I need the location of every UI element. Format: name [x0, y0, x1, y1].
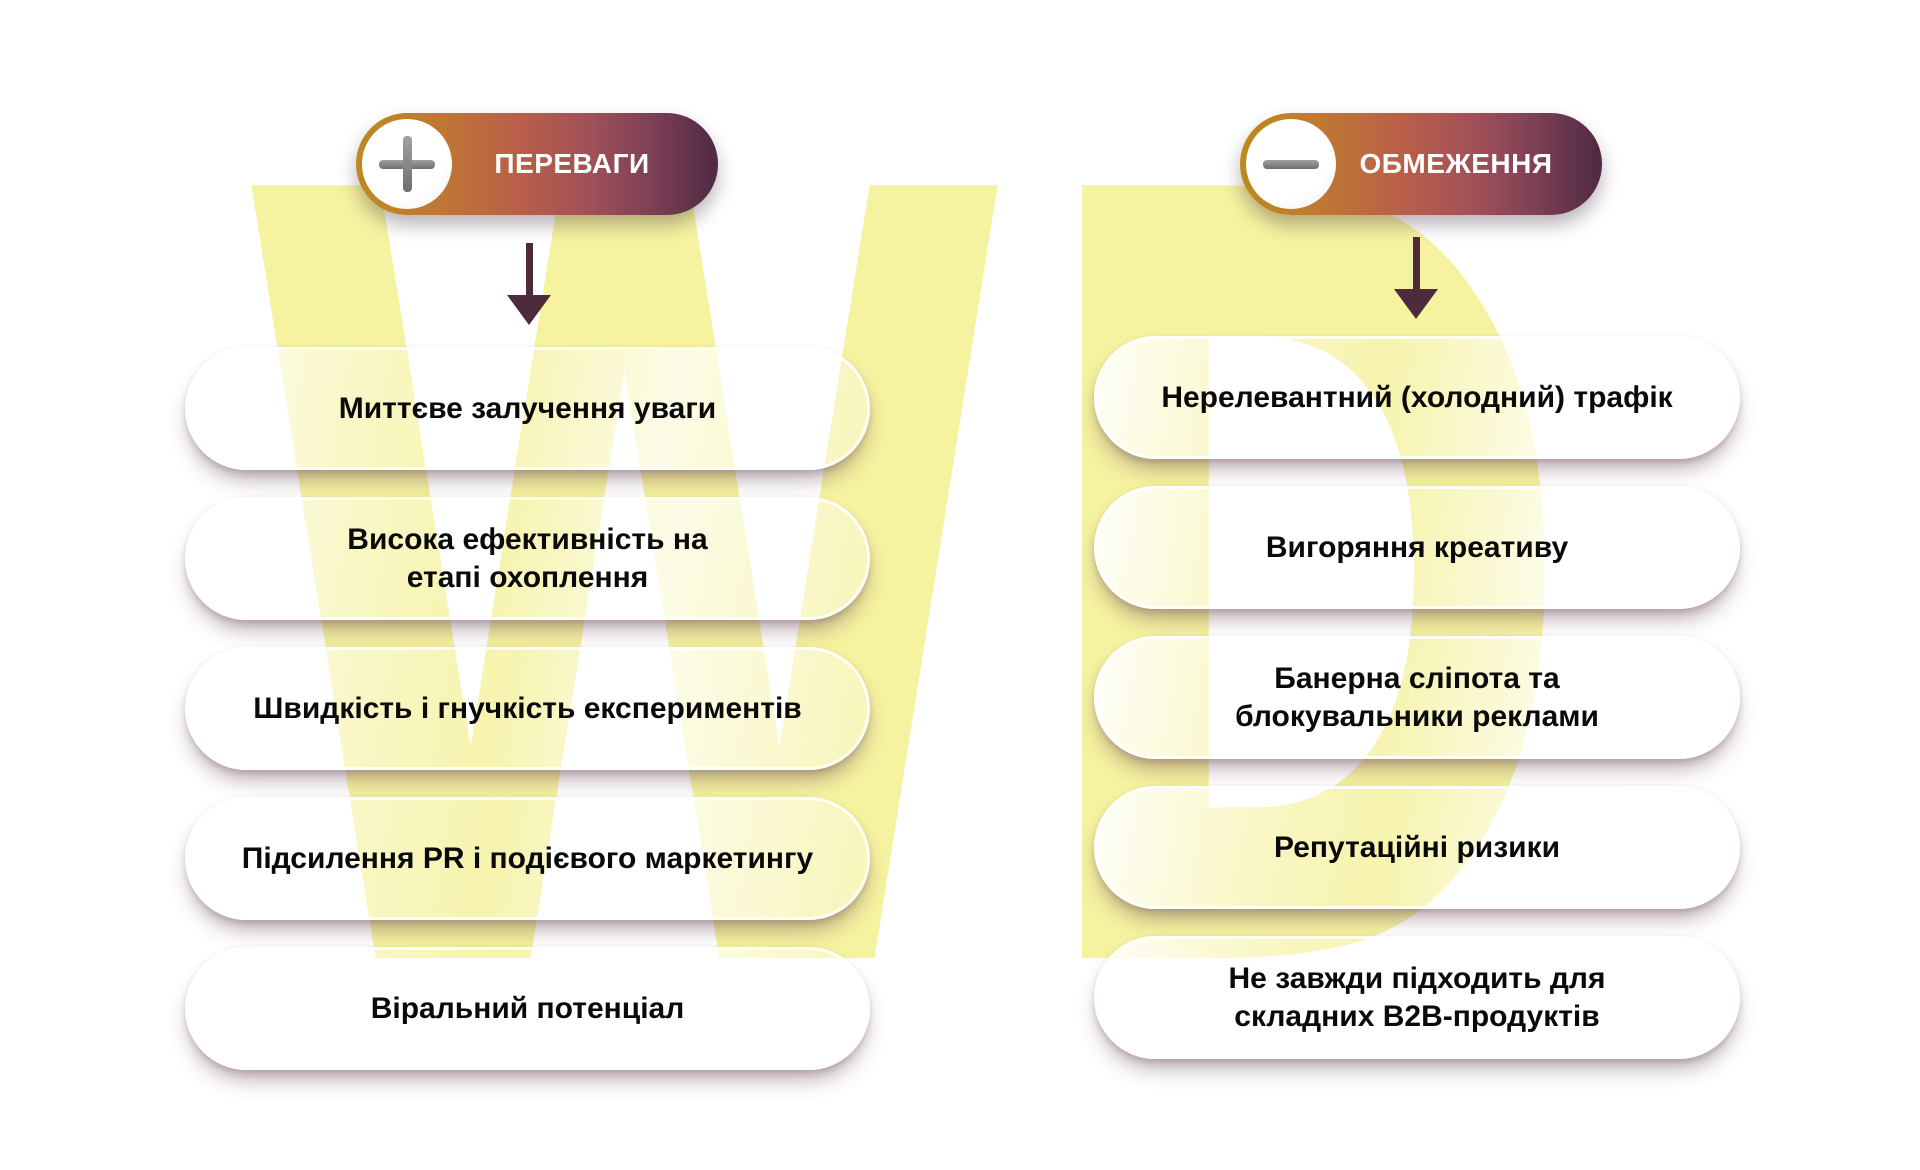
- limitations-badge-label: ОБМЕЖЕННЯ: [1359, 148, 1553, 179]
- advantage-card: Швидкість і гнучкість експериментів: [185, 647, 870, 770]
- down-arrow-stem: [525, 243, 533, 295]
- limitation-card-label: Репутаційні ризики: [1273, 830, 1561, 864]
- limitations-list: Нерелевантний (холодний) трафік Вигорянн…: [1094, 336, 1740, 1086]
- advantages-badge-label: ПЕРЕВАГИ: [494, 148, 650, 179]
- limitation-card: Банерна сліпота та блокувальники реклами: [1094, 636, 1740, 759]
- advantage-card: Підсилення PR і подієвого маркетингу: [185, 797, 870, 920]
- advantage-card-label: Віральний потенціал: [370, 991, 685, 1025]
- plus-icon-circle: [362, 119, 452, 209]
- limitation-card-label: Не завжди підходить для складних B2B-про…: [1228, 962, 1606, 1033]
- advantages-badge: ПЕРЕВАГИ: [356, 113, 718, 215]
- advantage-card-label: Підсилення PR і подієвого маркетингу: [241, 841, 814, 875]
- limitation-card: Нерелевантний (холодний) трафік: [1094, 336, 1740, 459]
- advantages-list: Миттєве залучення уваги Висока ефективні…: [185, 347, 870, 1097]
- limitations-badge: ОБМЕЖЕННЯ: [1240, 113, 1602, 215]
- minus-icon: [1263, 159, 1319, 169]
- advantage-card: Миттєве залучення уваги: [185, 347, 870, 470]
- down-arrow-head: [507, 295, 551, 325]
- advantage-card: Віральний потенціал: [185, 947, 870, 1070]
- advantage-card: Висока ефективність на етапі охоплення: [185, 497, 870, 620]
- minus-icon-circle: [1246, 119, 1336, 209]
- limitation-card: Не завжди підходить для складних B2B-про…: [1094, 936, 1740, 1059]
- limitation-card: Вигоряння креативу: [1094, 486, 1740, 609]
- down-arrow-limitations: [1394, 237, 1438, 319]
- plus-icon-vertical: [402, 136, 412, 192]
- limitation-card-label: Вигоряння креативу: [1265, 530, 1569, 564]
- limitation-card-label: Нерелевантний (холодний) трафік: [1161, 380, 1673, 414]
- advantage-card-label: Швидкість і гнучкість експериментів: [253, 691, 802, 725]
- advantage-card-label: Висока ефективність на етапі охоплення: [347, 523, 708, 594]
- down-arrow-head: [1394, 289, 1438, 319]
- down-arrow-advantages: [507, 243, 551, 325]
- down-arrow-stem: [1412, 237, 1420, 289]
- advantage-card-label: Миттєве залучення уваги: [338, 391, 717, 425]
- limitation-card-label: Банерна сліпота та блокувальники реклами: [1235, 662, 1599, 733]
- limitation-card: Репутаційні ризики: [1094, 786, 1740, 909]
